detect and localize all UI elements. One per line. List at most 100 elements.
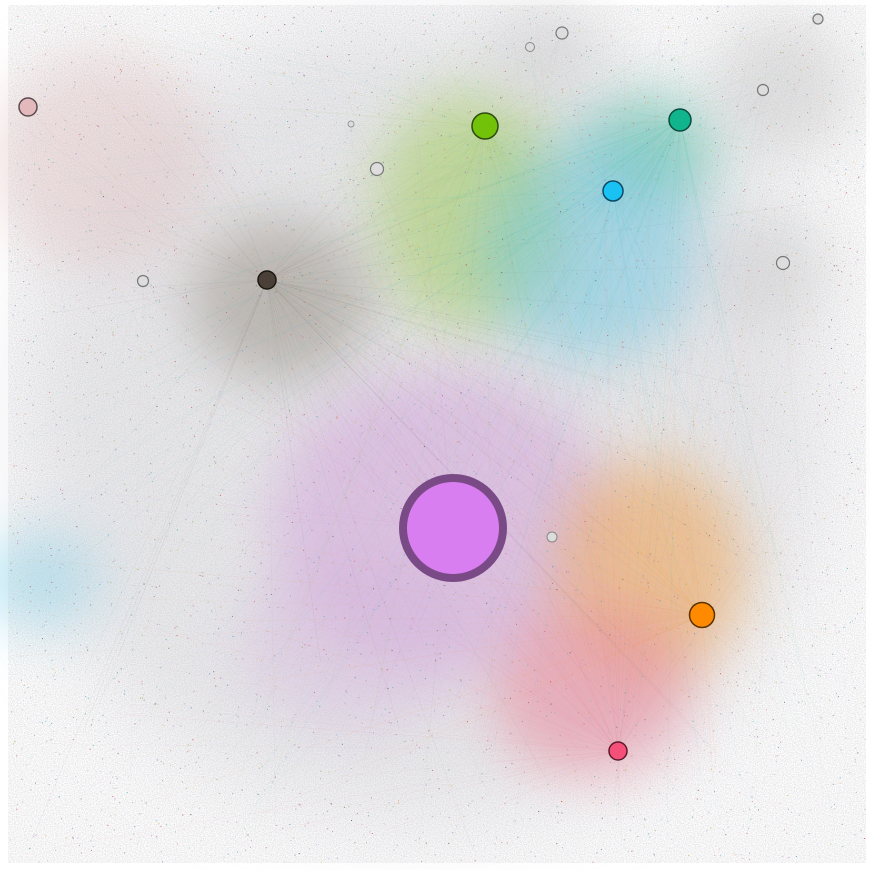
node-speck bbox=[705, 100, 707, 102]
node-speck bbox=[195, 111, 197, 113]
node-speck bbox=[11, 561, 13, 563]
node-speck bbox=[335, 627, 337, 629]
hub-orange[interactable] bbox=[688, 601, 716, 629]
node-speck bbox=[529, 23, 531, 25]
node-speck bbox=[535, 216, 537, 218]
hub-grey-2[interactable] bbox=[525, 42, 535, 52]
node-speck bbox=[719, 183, 721, 185]
node-speck bbox=[713, 302, 715, 304]
hub-rose[interactable] bbox=[18, 97, 38, 117]
hub-grey-9[interactable] bbox=[546, 531, 558, 543]
node-speck bbox=[110, 782, 111, 784]
node-speck bbox=[657, 172, 659, 174]
node-speck bbox=[549, 357, 551, 359]
hub-pink[interactable] bbox=[608, 741, 628, 761]
node-speck bbox=[122, 49, 124, 51]
hub-cyan[interactable] bbox=[602, 180, 624, 202]
node-speck bbox=[802, 517, 804, 519]
hub-grey-6[interactable] bbox=[347, 120, 355, 128]
node-speck bbox=[394, 150, 396, 152]
node-speck bbox=[681, 309, 683, 311]
hub-grey-4[interactable] bbox=[756, 83, 770, 97]
edge bbox=[126, 578, 703, 616]
hub-grey-3[interactable] bbox=[812, 13, 824, 25]
edge bbox=[376, 168, 556, 380]
edge bbox=[13, 94, 454, 529]
edge bbox=[701, 275, 751, 616]
hub-grey-8[interactable] bbox=[775, 255, 791, 271]
node-speck bbox=[202, 484, 204, 486]
node-speck bbox=[511, 763, 513, 765]
node-speck bbox=[737, 546, 739, 548]
edge bbox=[323, 614, 703, 744]
node-speck bbox=[648, 586, 650, 588]
node-speck bbox=[797, 701, 799, 703]
node-speck bbox=[775, 229, 777, 230]
node-speck bbox=[755, 592, 757, 594]
node-speck bbox=[702, 270, 704, 271]
edge bbox=[107, 527, 454, 698]
edge bbox=[529, 46, 716, 91]
node-speck bbox=[844, 372, 846, 374]
node-speck bbox=[112, 561, 114, 563]
hub-green[interactable] bbox=[471, 112, 499, 140]
node-speck bbox=[623, 398, 624, 399]
edge bbox=[129, 280, 144, 790]
hub-grey-5[interactable] bbox=[369, 161, 385, 177]
node-speck bbox=[388, 330, 389, 332]
node-speck bbox=[529, 304, 531, 305]
node-speck bbox=[242, 257, 244, 259]
node-speck bbox=[341, 438, 343, 440]
node-speck bbox=[330, 223, 332, 225]
node-speck bbox=[768, 125, 770, 127]
node-speck bbox=[282, 308, 284, 310]
hub-grey-7[interactable] bbox=[136, 274, 150, 288]
node-speck bbox=[117, 752, 119, 754]
node-speck bbox=[206, 167, 208, 169]
node-speck bbox=[665, 242, 667, 243]
hub-teal[interactable] bbox=[668, 108, 692, 132]
node-speck bbox=[617, 446, 619, 448]
hub-magenta-large[interactable] bbox=[407, 482, 499, 574]
node-speck bbox=[358, 184, 360, 186]
node-speck bbox=[857, 468, 859, 470]
node-speck bbox=[831, 521, 833, 523]
node-speck bbox=[267, 531, 269, 533]
node-speck bbox=[548, 159, 550, 161]
node-speck bbox=[302, 336, 304, 338]
node-speck bbox=[308, 6, 310, 8]
edge bbox=[241, 125, 486, 260]
node-speck bbox=[107, 824, 109, 826]
node-speck bbox=[782, 52, 784, 54]
edge bbox=[223, 119, 681, 487]
node-speck bbox=[548, 692, 550, 694]
node-speck bbox=[703, 750, 705, 752]
node-speck bbox=[289, 101, 291, 103]
node-speck bbox=[378, 44, 380, 46]
node-speck bbox=[97, 451, 99, 453]
node-speck bbox=[734, 305, 735, 306]
edge bbox=[75, 119, 681, 796]
node-speck bbox=[591, 171, 593, 173]
node-speck bbox=[846, 192, 848, 194]
edge bbox=[534, 64, 553, 538]
node-speck bbox=[278, 44, 280, 46]
node-speck bbox=[703, 446, 705, 448]
node-speck bbox=[371, 215, 373, 217]
hub-grey-1[interactable] bbox=[555, 26, 569, 40]
node-speck bbox=[434, 392, 436, 394]
node-speck bbox=[66, 386, 68, 388]
hub-dark[interactable] bbox=[257, 270, 277, 290]
node-speck bbox=[52, 668, 54, 670]
edge bbox=[119, 18, 819, 321]
node-speck bbox=[16, 163, 18, 165]
edge bbox=[290, 125, 703, 616]
edge bbox=[266, 279, 611, 382]
edge bbox=[617, 121, 764, 752]
node-speck bbox=[315, 814, 317, 816]
node-speck bbox=[728, 472, 730, 473]
node-speck bbox=[92, 846, 94, 847]
node-speck bbox=[502, 582, 504, 584]
node-speck bbox=[501, 272, 503, 274]
edge bbox=[484, 121, 682, 127]
